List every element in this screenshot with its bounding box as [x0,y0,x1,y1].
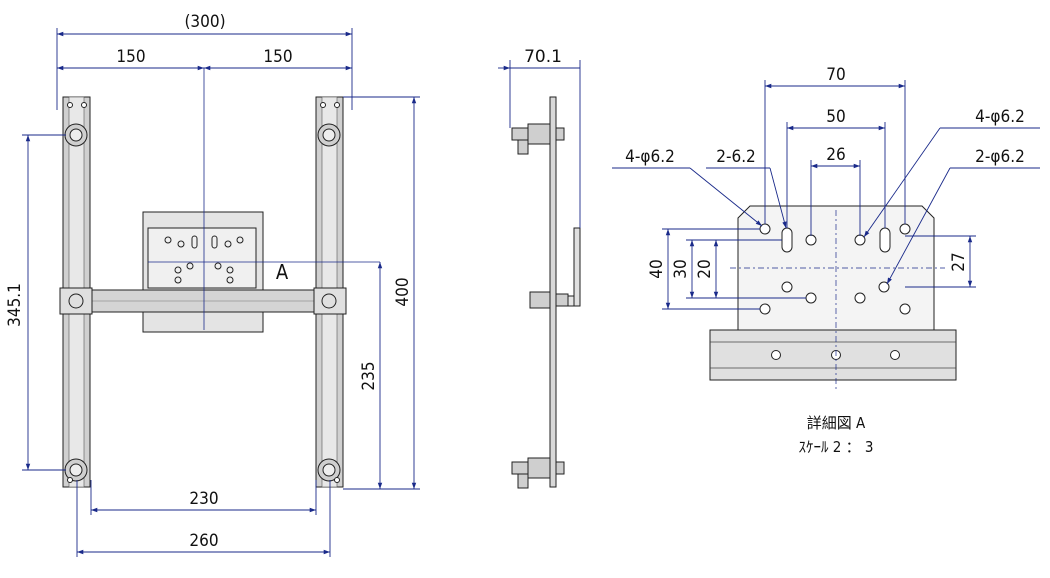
detail-scale: ｽｹｰﾙ 2 ： 3 [798,438,873,456]
dim-detail-50: 50 [826,107,845,127]
detail-view [709,205,957,390]
front-view-dimensions [22,28,420,557]
callout-right-mid: 2-φ6.2 [975,147,1025,167]
dim-half-left: 150 [116,47,145,67]
dim-detail-30: 30 [671,259,691,278]
side-view-dimensions [498,60,581,228]
dim-height-left: 345.1 [5,283,25,327]
callout-slots: 2-6.2 [716,147,756,167]
dim-half-right: 150 [263,47,292,67]
dim-overall-width: (300) [184,12,225,32]
dim-outer-width: 260 [189,531,218,551]
side-bracket [573,227,581,307]
callout-left-holes: 4-φ6.2 [625,147,675,167]
dim-detail-26: 26 [826,145,845,165]
dim-detail-70: 70 [826,65,845,85]
side-fittings [511,123,569,489]
mount-fittings [64,102,341,483]
dim-detail-20: 20 [695,259,715,278]
side-view [511,96,581,489]
dim-height-right: 400 [393,277,413,306]
dim-inner-width: 230 [189,489,218,509]
dim-plate-height: 235 [359,361,379,390]
detail-dimensions [612,80,1040,310]
dim-detail-27: 27 [949,252,969,271]
dim-detail-40: 40 [647,259,667,278]
detail-bar-holes [771,350,900,360]
detail-marker-a: A [276,260,289,284]
front-view [59,68,380,488]
dim-depth: 70.1 [524,47,562,67]
detail-title: 詳細図 A [807,414,866,432]
plate-holes [164,235,244,306]
side-rail [549,96,557,488]
detail-holes [759,223,911,315]
callout-right-top: 4-φ6.2 [975,107,1025,127]
crossbar-clamps [59,287,347,315]
